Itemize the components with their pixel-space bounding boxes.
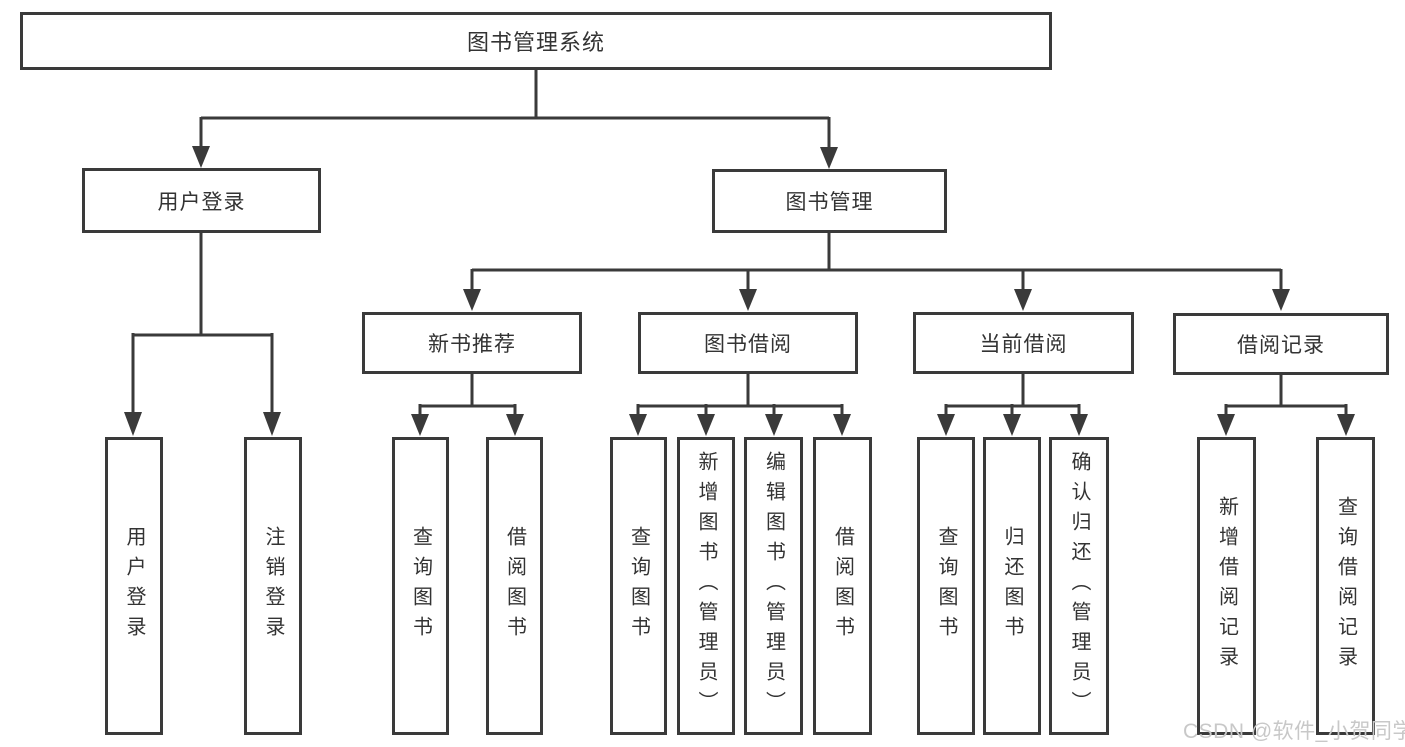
node-label: 查询图书: [409, 526, 432, 646]
leaf-query-books-borrow: 查询图书: [610, 437, 667, 735]
node-label: 用户登录: [157, 190, 246, 214]
node-new-book-recommend: 新书推荐: [362, 312, 582, 374]
node-label: 新增借阅记录: [1215, 496, 1238, 676]
leaf-borrow-books-recommend: 借阅图书: [486, 437, 543, 735]
node-label: 注销登录: [262, 526, 284, 646]
node-book-management: 图书管理: [712, 169, 947, 233]
node-current-borrow: 当前借阅: [913, 312, 1134, 374]
node-label: 编辑图书（管理员）: [762, 451, 785, 721]
node-label: 借阅图书: [503, 526, 526, 646]
leaf-return-books: 归还图书: [983, 437, 1041, 735]
node-label: 新增图书（管理员）: [695, 451, 717, 721]
node-label: 图书管理: [785, 191, 874, 214]
leaf-add-books-admin: 新增图书（管理员）: [677, 437, 735, 735]
leaf-confirm-return-admin: 确认归还（管理员）: [1049, 437, 1109, 735]
leaf-add-borrow-record: 新增借阅记录: [1197, 437, 1256, 735]
node-library-management-system: 图书管理系统: [20, 12, 1052, 70]
node-label: 用户登录: [123, 526, 145, 646]
node-label: 图书借阅: [704, 333, 792, 356]
node-label: 确认归还（管理员）: [1068, 451, 1090, 721]
node-label: 查询借阅记录: [1334, 496, 1357, 676]
leaf-query-books-recommend: 查询图书: [392, 437, 449, 735]
leaf-edit-books-admin: 编辑图书（管理员）: [744, 437, 803, 735]
node-label: 图书管理系统: [466, 30, 605, 55]
node-label: 借阅图书: [831, 526, 854, 646]
leaf-borrow-books: 借阅图书: [813, 437, 872, 735]
node-label: 归还图书: [1001, 526, 1023, 646]
leaf-user-login: 用户登录: [105, 437, 163, 735]
node-label: 新书推荐: [428, 333, 516, 356]
node-label: 查询图书: [627, 526, 650, 646]
leaf-logout: 注销登录: [244, 437, 302, 735]
node-book-borrow: 图书借阅: [638, 312, 858, 374]
leaf-query-borrow-record: 查询借阅记录: [1316, 437, 1375, 735]
node-label: 查询图书: [935, 526, 957, 646]
node-label: 当前借阅: [979, 333, 1068, 356]
node-borrow-record: 借阅记录: [1173, 313, 1389, 375]
node-label: 借阅记录: [1237, 334, 1325, 357]
node-user-login: 用户登录: [82, 168, 321, 233]
csdn-watermark: CSDN @软件_小贺同学: [1183, 720, 1405, 743]
leaf-query-books-current: 查询图书: [917, 437, 975, 735]
